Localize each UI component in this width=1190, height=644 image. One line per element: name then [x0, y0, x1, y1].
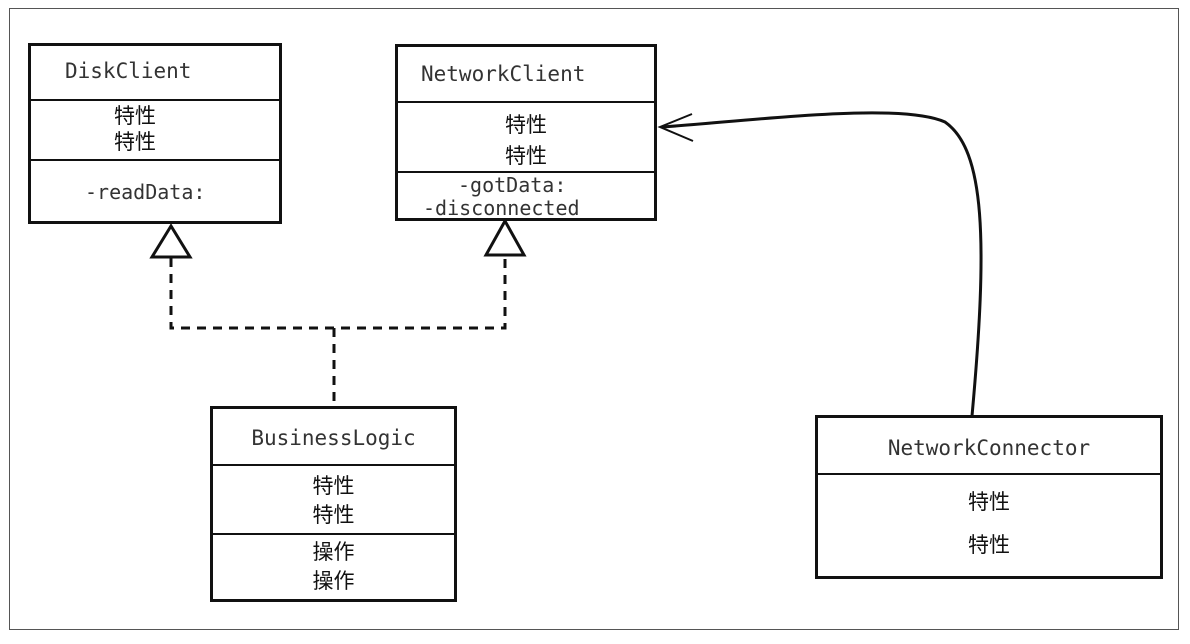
- class-name-section: NetworkConnector: [818, 418, 1160, 473]
- attributes-section: 特性 特性: [31, 99, 279, 159]
- class-name: NetworkConnector: [887, 436, 1091, 460]
- class-networkclient[interactable]: NetworkClient 特性 特性 -gotData: -disconnec…: [395, 44, 657, 221]
- class-name: NetworkClient: [421, 62, 586, 86]
- diagram-frame: [9, 8, 1179, 630]
- realization-arrowhead-diskclient: [149, 223, 193, 259]
- operation: -gotData:: [458, 173, 567, 197]
- operation: -disconnected: [423, 196, 580, 220]
- attributes-section: 特性 特性: [398, 101, 654, 171]
- realization-line-diskclient: [169, 258, 507, 330]
- attribute: 特性: [114, 104, 156, 128]
- attributes-section: 特性 特性: [213, 464, 454, 533]
- attribute: 特性: [312, 474, 355, 498]
- operations-section: -readData:: [31, 159, 279, 222]
- attribute: 特性: [312, 503, 355, 527]
- class-businesslogic[interactable]: BusinessLogic 特性 特性 操作 操作: [210, 406, 457, 602]
- attributes-section: 特性 特性: [818, 473, 1160, 576]
- class-networkconnector[interactable]: NetworkConnector 特性 特性: [815, 415, 1163, 579]
- class-name: BusinessLogic: [251, 426, 416, 450]
- class-name: DiskClient: [65, 59, 192, 83]
- operations-section: 操作 操作: [213, 533, 454, 599]
- association-line-networkconnector: [661, 111, 983, 417]
- attribute: 特性: [114, 130, 156, 154]
- class-diskclient[interactable]: DiskClient 特性 特性 -readData:: [28, 43, 282, 224]
- attribute: 特性: [968, 490, 1010, 514]
- class-name-section: NetworkClient: [398, 47, 654, 101]
- operation: 操作: [312, 569, 355, 593]
- operation: 操作: [312, 540, 355, 564]
- class-name-section: BusinessLogic: [213, 409, 454, 464]
- association-arrowhead: [657, 113, 694, 142]
- operations-section: -gotData: -disconnected: [398, 171, 654, 220]
- class-name-section: DiskClient: [31, 46, 279, 99]
- attribute: 特性: [505, 113, 547, 137]
- realization-arrowhead-networkclient: [483, 217, 527, 257]
- operation: -readData:: [85, 180, 206, 204]
- attribute: 特性: [505, 144, 547, 168]
- attribute: 特性: [968, 533, 1010, 557]
